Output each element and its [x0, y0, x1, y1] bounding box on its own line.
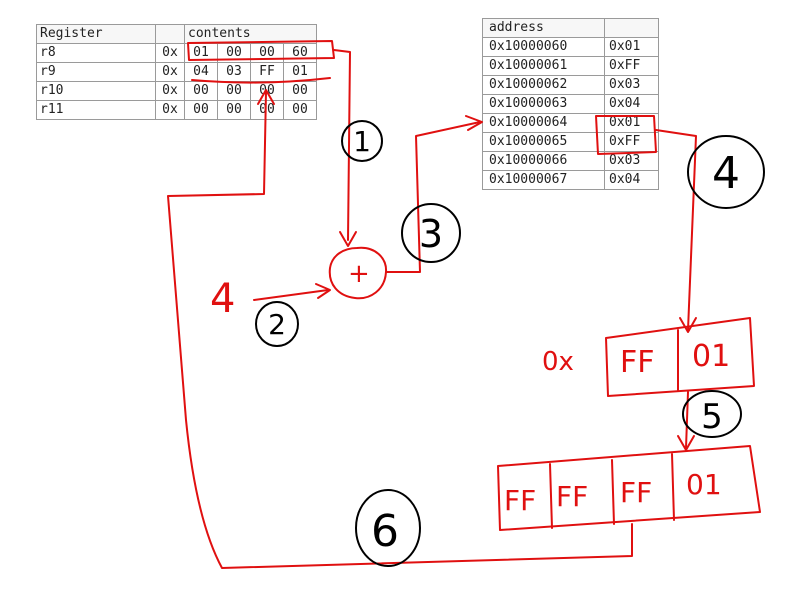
- memory-row: 0x10000065 0xFF: [482, 132, 659, 152]
- memory-value: 0x03: [604, 151, 659, 171]
- path-step-2: [253, 289, 329, 301]
- r8-contents-highlight: [187, 40, 335, 61]
- offset-value: 4: [210, 276, 235, 322]
- register-byte: 01: [283, 62, 317, 82]
- hex-prefix: 0x: [155, 81, 185, 101]
- memory-table: address 0x10000060 0x01 0x10000061 0xFF …: [482, 18, 659, 190]
- memory-row: 0x10000062 0x03: [482, 75, 659, 95]
- extended-byte: FF: [556, 480, 588, 513]
- memory-header-row: address: [482, 18, 659, 38]
- plus-sign: +: [348, 259, 370, 289]
- extended-box: [497, 445, 761, 531]
- path-step-1: [333, 49, 351, 241]
- path-step-6: [167, 91, 633, 569]
- register-row-r11: r11 0x 00 00 00 00: [36, 100, 317, 120]
- memory-value: 0xFF: [604, 56, 659, 76]
- step-2-circle: [255, 301, 299, 347]
- arrowhead-3: [465, 115, 483, 131]
- arrowhead-2: [315, 283, 331, 299]
- step-1-circle: [341, 120, 383, 162]
- extended-byte: 01: [686, 468, 722, 501]
- r9-underline: [191, 77, 331, 84]
- extended-divider-2: [611, 459, 615, 525]
- memory-row: 0x10000064 0x01: [482, 113, 659, 133]
- memory-row: 0x10000061 0xFF: [482, 56, 659, 76]
- adder-circle: [328, 246, 388, 300]
- step-6-number: 6: [371, 506, 399, 557]
- arrowhead-5: [677, 435, 695, 451]
- step-2-number: 2: [268, 308, 286, 341]
- memory-row: 0x10000066 0x03: [482, 151, 659, 171]
- register-name: r10: [36, 81, 156, 101]
- register-name: r11: [36, 100, 156, 120]
- step-3-number: 3: [419, 212, 443, 256]
- halfword-prefix: 0x: [542, 347, 574, 377]
- halfword-byte: 01: [692, 339, 730, 374]
- register-byte: 00: [250, 100, 284, 120]
- halfword-byte: FF: [620, 345, 655, 380]
- extended-divider-1: [549, 463, 553, 529]
- register-header: Register: [36, 24, 156, 44]
- step-1-number: 1: [353, 125, 371, 158]
- arrowhead-1: [339, 231, 357, 247]
- value-header: [604, 18, 659, 38]
- address-header: address: [482, 18, 605, 38]
- step-4-circle: [687, 135, 765, 209]
- register-byte: 00: [184, 100, 218, 120]
- extended-byte: FF: [504, 484, 536, 517]
- path-step-3: [385, 121, 481, 273]
- step-4-number: 4: [712, 148, 740, 199]
- path-step-4: [655, 129, 697, 331]
- arrowhead-6: [257, 89, 275, 105]
- memory-row: 0x10000060 0x01: [482, 37, 659, 57]
- memory-address: 0x10000067: [482, 170, 605, 190]
- step-5-number: 5: [701, 397, 723, 437]
- step-5-circle: [682, 390, 742, 438]
- register-byte: 00: [283, 100, 317, 120]
- step-6-circle: [355, 489, 421, 567]
- step-3-circle: [401, 203, 461, 263]
- extended-divider-3: [671, 453, 675, 521]
- memory-row: 0x10000067 0x04: [482, 170, 659, 190]
- memory-address: 0x10000064: [482, 113, 605, 133]
- halfword-box: [605, 317, 755, 397]
- memory-value-highlight: [595, 115, 657, 155]
- extended-byte: FF: [620, 476, 652, 509]
- register-byte: 01: [184, 43, 218, 63]
- memory-value: 0x04: [604, 170, 659, 190]
- arrowhead-4: [679, 317, 697, 333]
- memory-address: 0x10000061: [482, 56, 605, 76]
